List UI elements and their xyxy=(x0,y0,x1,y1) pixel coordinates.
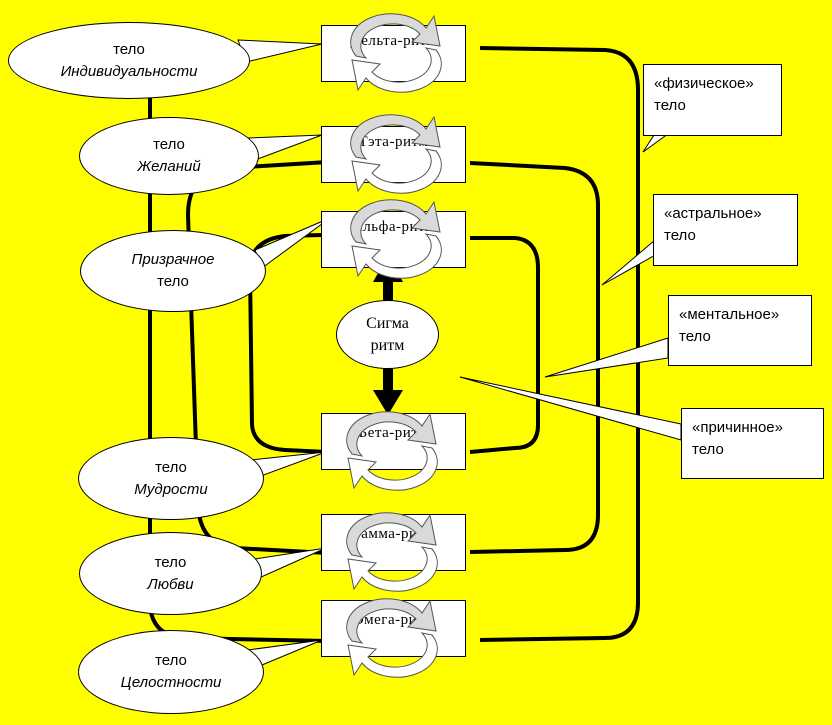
astral-loop xyxy=(469,161,600,554)
wisdom-line1: тело xyxy=(155,458,187,476)
sigma-up-arrow xyxy=(373,255,403,302)
astral-body-callout: «астральное» тело xyxy=(653,194,798,266)
integrity-line1: тело xyxy=(155,652,187,669)
omega-rhythm-box: Омега-ритм xyxy=(321,598,466,678)
causal-line2: тело xyxy=(692,441,724,458)
ghost-line2: тело xyxy=(157,273,189,290)
cycle-arrows-icon xyxy=(346,411,438,491)
desires-line2: Желаний xyxy=(137,158,201,175)
cycle-arrows-icon xyxy=(346,598,438,678)
physical-line1: «физическое» xyxy=(654,75,754,92)
theta-rhythm-label: Тэта-ритм xyxy=(358,134,429,150)
causal-line1: «причинное» xyxy=(692,419,783,436)
causal-body-callout: «причинное» тело xyxy=(681,408,824,479)
integrity-line2: Целостности xyxy=(120,674,222,691)
astral-line1: «астральное» xyxy=(664,205,762,222)
mental-line2: тело xyxy=(679,328,711,345)
ghost-body-ellipse: Призрачное тело xyxy=(80,230,266,312)
astral-line2: тело xyxy=(664,227,696,244)
desires-body-ellipse: тело Желаний xyxy=(79,117,259,195)
cycle-arrows-icon xyxy=(346,512,438,592)
alpha-rhythm-label: Альфа-ритм xyxy=(351,219,436,235)
sigma-down-arrow xyxy=(373,365,403,415)
mental-body-callout: «ментальное» тело xyxy=(668,295,812,366)
individuality-line2: Индивидуальности xyxy=(60,62,198,80)
cycle-arrows-icon xyxy=(350,199,442,279)
sigma-line2: ритм xyxy=(370,336,405,354)
delta-rhythm-box: Дельта-ритм xyxy=(321,13,466,93)
mental-loop xyxy=(469,236,540,454)
theta-rhythm-box: Тэта-ритм xyxy=(321,114,466,194)
cycle-arrows-icon xyxy=(350,114,442,194)
delta-rhythm-label: Дельта-ритм xyxy=(350,33,437,49)
physical-line2: тело xyxy=(654,97,686,114)
wisdom-body-ellipse: тело Мудрости xyxy=(78,437,264,520)
individuality-line1: тело xyxy=(113,40,145,58)
pointer-mental xyxy=(544,337,669,378)
ghost-line1: Призрачное xyxy=(131,251,215,268)
wisdom-strand xyxy=(247,233,329,454)
love-line1: тело xyxy=(154,553,187,571)
integrity-body-ellipse: тело Целостности xyxy=(78,630,264,714)
individuality-body-ellipse: тело Индивидуальности xyxy=(8,22,250,99)
tail-individuality xyxy=(237,39,323,63)
physical-body-callout: «физическое» тело xyxy=(643,64,782,136)
wisdom-line2: Мудрости xyxy=(134,480,208,498)
love-line2: Любви xyxy=(147,575,194,593)
mental-line1: «ментальное» xyxy=(679,306,780,323)
sigma-line1: Сигма xyxy=(366,314,409,332)
alpha-rhythm-box: Альфа-ритм xyxy=(321,199,466,279)
beta-rhythm-box: Бета-ритм xyxy=(321,411,466,491)
desires-line1: тело xyxy=(153,136,185,153)
gamma-rhythm-box: Гамма-ритм xyxy=(321,512,466,592)
sigma-rhythm-ellipse: Сигма ритм xyxy=(336,300,439,369)
tail-desires xyxy=(247,134,323,161)
cycle-arrows-icon xyxy=(350,13,442,93)
physical-loop xyxy=(479,46,640,642)
pointer-causal xyxy=(459,376,682,441)
love-body-ellipse: тело Любви xyxy=(79,532,262,615)
